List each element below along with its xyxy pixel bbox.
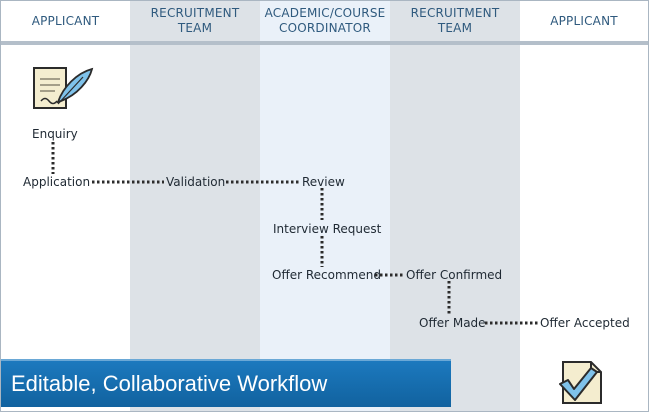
lane-title: RECRUITMENT TEAM: [410, 6, 500, 35]
lane-recruitment-team-1: RECRUITMENT TEAM: [130, 1, 260, 411]
lane-applicant-end: APPLICANT: [520, 1, 648, 411]
lane-title: RECRUITMENT TEAM: [150, 6, 240, 35]
step-offer-accepted: Offer Accepted: [540, 316, 630, 330]
lane-academic-coordinator: ACADEMIC/COURSE COORDINATOR: [260, 1, 390, 411]
lane-title: APPLICANT: [31, 13, 100, 28]
caption-banner: Editable, Collaborative Workflow: [1, 359, 451, 407]
step-offer-recommend: Offer Recommend: [272, 268, 381, 282]
document-quill-icon: [31, 65, 95, 117]
lane-recruitment-team-2: RECRUITMENT TEAM: [390, 1, 520, 411]
step-offer-made: Offer Made: [419, 316, 486, 330]
step-application: Application: [23, 175, 91, 189]
step-review: Review: [302, 175, 345, 189]
lane-title: APPLICANT: [550, 13, 618, 28]
step-enquiry: Enquiry: [32, 127, 78, 141]
document-checkmark-icon: [557, 358, 607, 410]
banner-title: Editable, Collaborative Workflow: [11, 371, 328, 396]
lane-title: ACADEMIC/COURSE COORDINATOR: [264, 6, 386, 35]
step-offer-confirmed: Offer Confirmed: [406, 268, 503, 282]
step-validation: Validation: [166, 175, 226, 189]
step-interview-request: Interview Request: [273, 222, 382, 236]
